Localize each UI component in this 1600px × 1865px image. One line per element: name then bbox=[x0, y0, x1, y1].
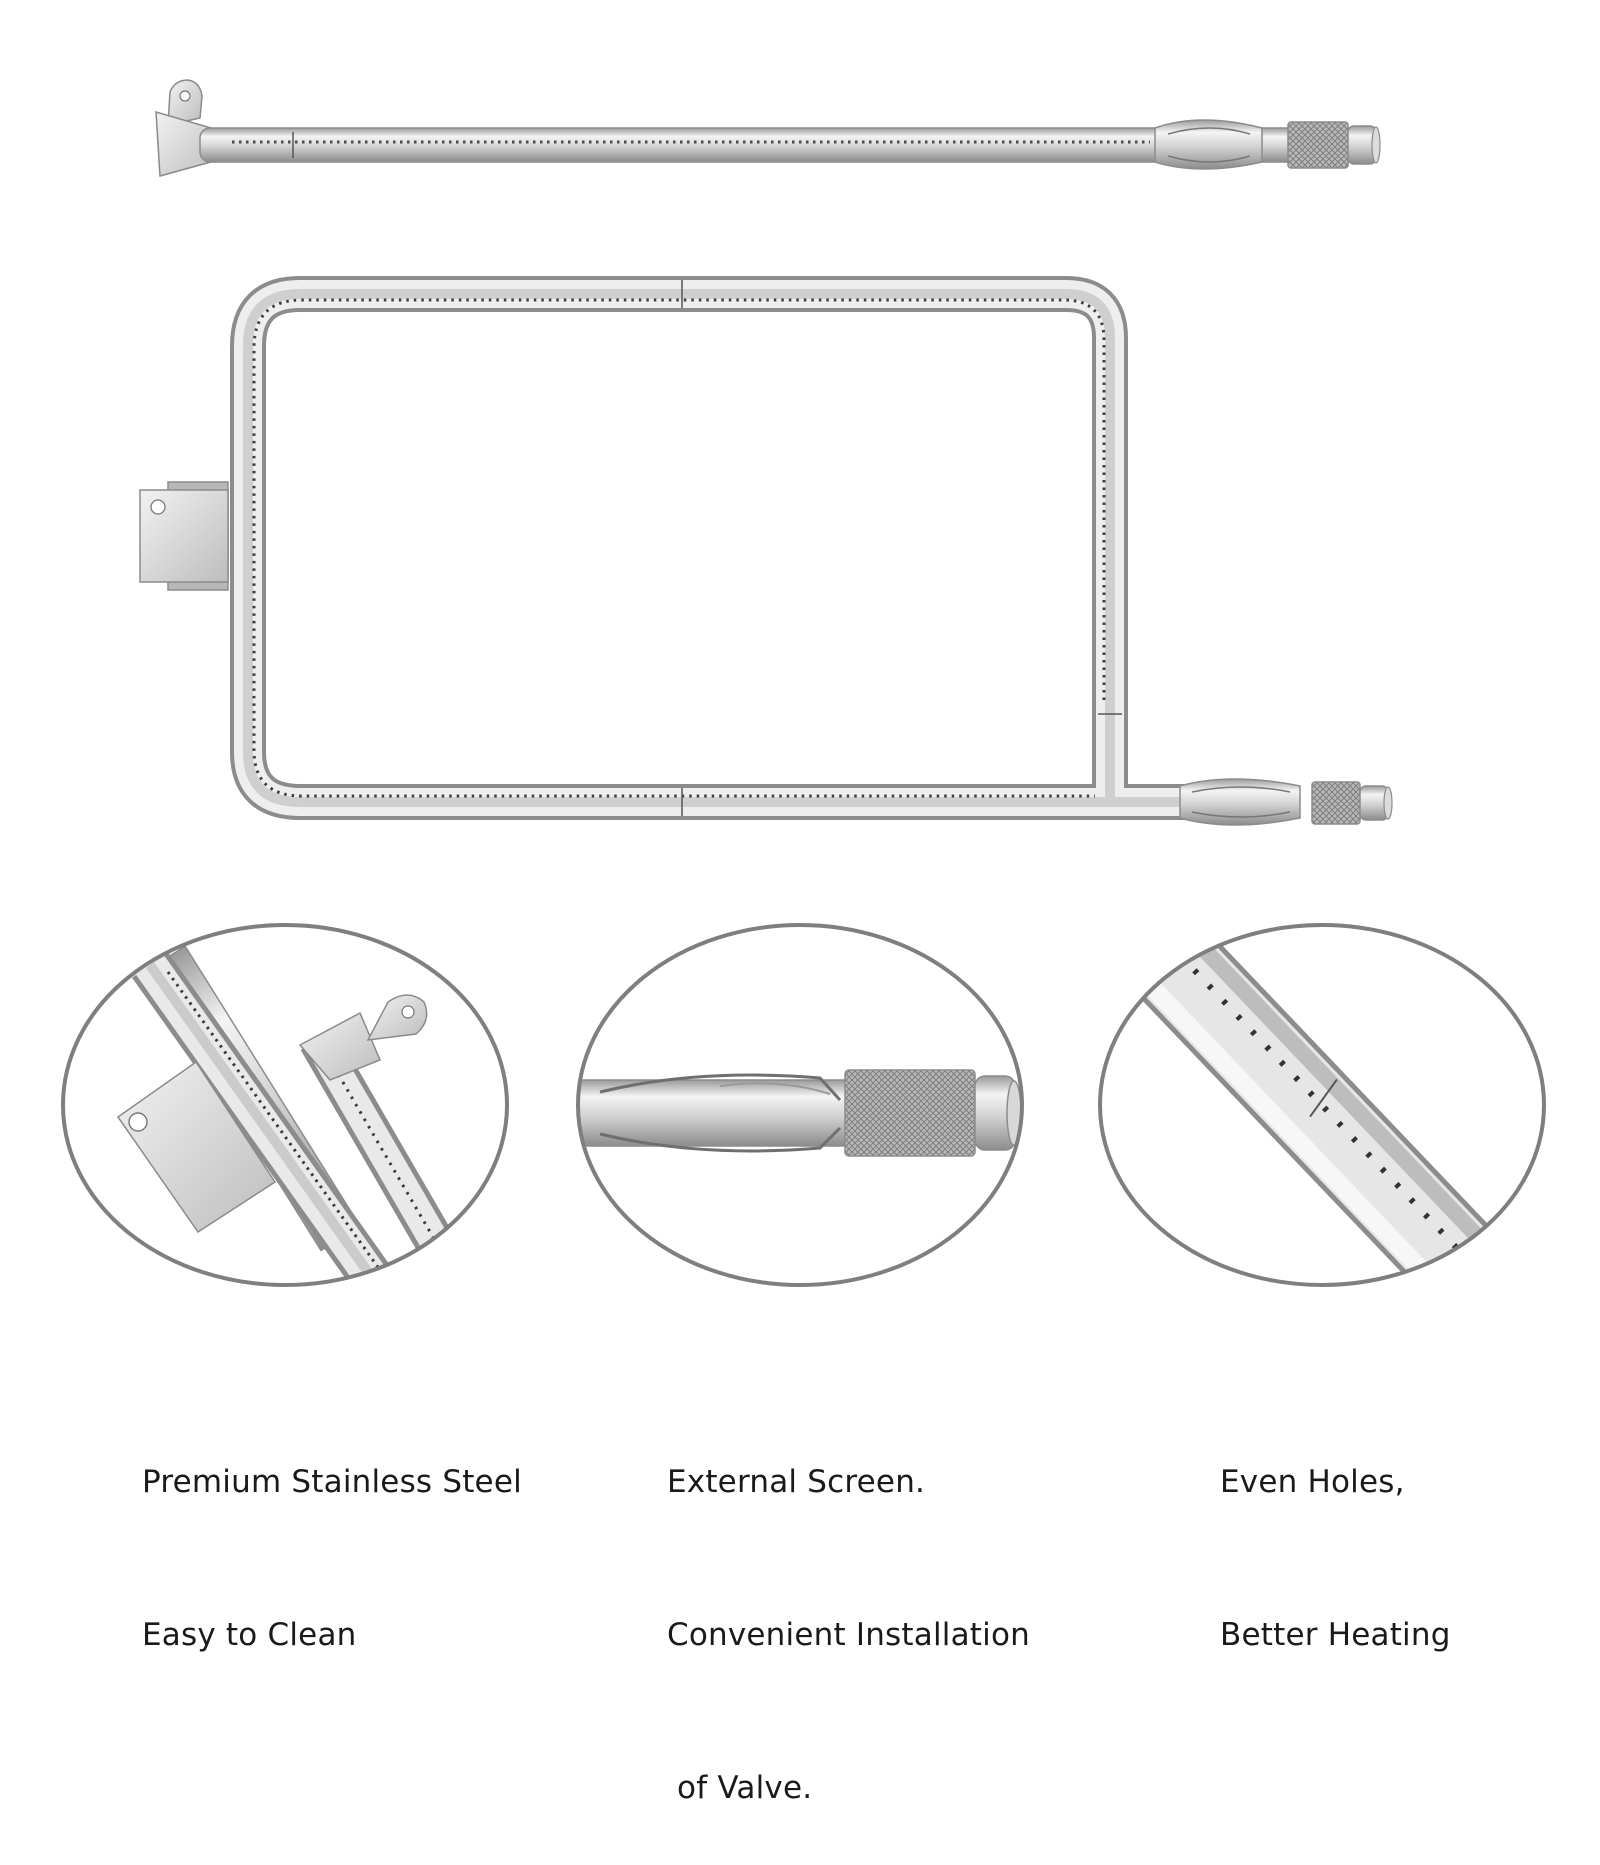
feature-caption-screen: External Screen. Convenient Installation… bbox=[667, 1355, 1030, 1865]
caption-line: Easy to Clean bbox=[142, 1617, 357, 1653]
loop-burner-tube bbox=[139, 276, 1393, 826]
caption-line: Better Heating bbox=[1220, 1617, 1451, 1653]
detail-port-holes-closeup bbox=[1098, 923, 1546, 1287]
feature-caption-holes: Even Holes, Better Heating bbox=[1220, 1355, 1451, 1712]
caption-line: Premium Stainless Steel bbox=[142, 1464, 522, 1500]
detail-venturi-closeup bbox=[576, 923, 1024, 1287]
caption-line: of Valve. bbox=[667, 1770, 813, 1806]
caption-line: External Screen. bbox=[667, 1464, 926, 1500]
caption-line: Convenient Installation bbox=[667, 1617, 1030, 1653]
product-illustration bbox=[61, 79, 1546, 1287]
detail-bracket-closeup bbox=[61, 923, 509, 1287]
feature-caption-stainless: Premium Stainless Steel Easy to Clean bbox=[142, 1355, 522, 1712]
straight-burner-tube bbox=[155, 79, 1381, 177]
caption-line: Even Holes, bbox=[1220, 1464, 1405, 1500]
